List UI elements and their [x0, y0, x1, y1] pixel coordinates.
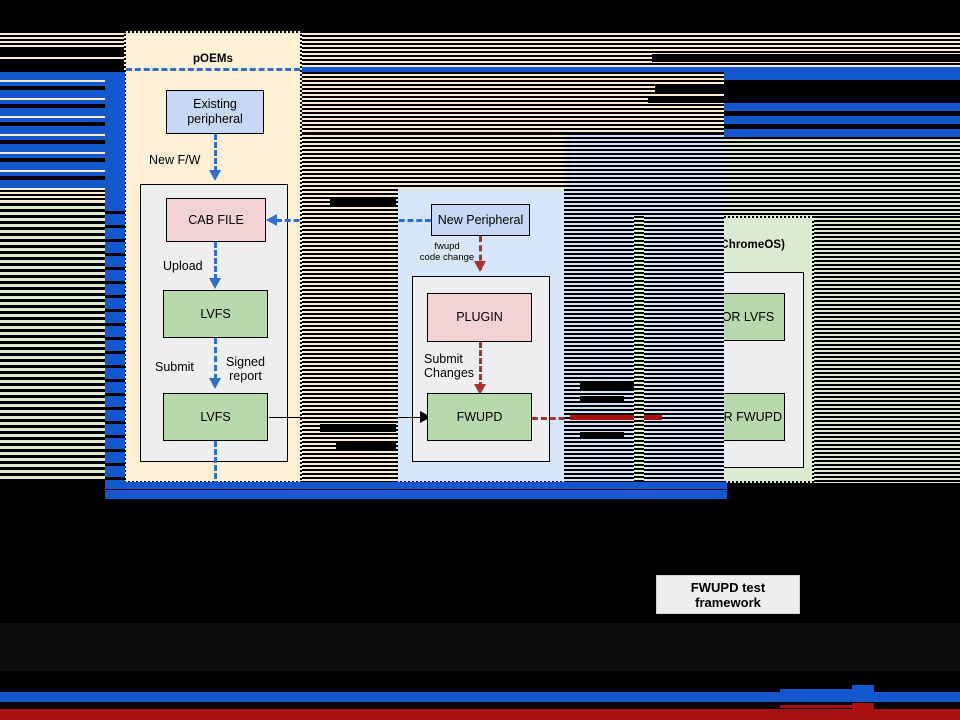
glitch-bottom-blue-bar-2 — [105, 490, 727, 499]
node-existing-peripheral[interactable]: Existing peripheral — [166, 90, 264, 134]
glitch-bottom-black-left — [0, 575, 656, 614]
glitch-blue-block-topright-2 — [724, 103, 960, 111]
connector-newperipheral-to-plugin — [479, 236, 482, 270]
glitch-top-black-bar-b — [655, 85, 960, 93]
arrowhead-cab-to-lvfs — [209, 278, 221, 289]
connector-cab-to-lvfs — [214, 242, 217, 280]
arrowhead-new-peripheral-to-cab — [266, 214, 277, 226]
glitch-left-blue-solid — [105, 72, 125, 482]
node-mirror-lvfs[interactable]: MIRROR LVFS — [679, 293, 785, 341]
label-signed-report: Signed report — [226, 355, 265, 383]
node-lvfs-submit[interactable]: LVFS — [163, 393, 268, 441]
node-fwupd[interactable]: FWUPD — [427, 393, 532, 441]
lane-plugin-title: Plugin Developers/ Chipset Vendors — [398, 155, 564, 183]
glitch-blue-block-topright-3 — [724, 116, 960, 124]
node-cab-file[interactable]: CAB FILE — [166, 198, 266, 242]
glitch-farright-green-upper — [724, 137, 960, 216]
glitch-right-black-bar-c — [580, 432, 624, 438]
arrowhead-lvfs-to-fwupd — [420, 411, 431, 423]
glitch-mid-tan-field — [302, 133, 396, 482]
glitch-top-black-band — [0, 0, 960, 31]
glitch-topleft-black-1 — [0, 47, 124, 57]
glitch-mid-black-bar-a — [330, 198, 396, 206]
glitch-top-black-bar-a — [652, 54, 960, 62]
glitch-bottom-tear-red-wide — [0, 709, 960, 720]
node-fwupd-test-framework[interactable]: FWUPD test framework — [656, 575, 800, 614]
glitch-left-midband — [0, 190, 105, 202]
glitch-bottom-tear-black-wide — [0, 702, 960, 707]
glitch-left-blue-column — [0, 72, 124, 200]
glitch-mid-black-bar-c — [336, 441, 396, 449]
lane-google-title-text: Google (ChromeOS) — [672, 239, 786, 251]
glitch-left-blue-chunks — [105, 200, 125, 482]
lane-google-title: Google (ChromeOS) — [646, 238, 812, 252]
node-lvfs-upload[interactable]: LVFS — [163, 290, 268, 338]
glitch-bottom-tear-blue-wide — [0, 692, 960, 702]
node-plugin[interactable]: PLUGIN — [427, 293, 532, 342]
lane-plugin-title-text: Plugin Developers/ Chipset Vendors — [405, 156, 557, 182]
glitch-stripes-top-right-field — [302, 31, 960, 67]
glitch-stripes-top-right-field-2 — [302, 72, 724, 133]
arrowhead-lvfs-to-lvfs — [209, 378, 221, 389]
connector-new-peripheral-to-cab — [276, 219, 431, 222]
connector-fwupd-to-mirror — [532, 417, 662, 420]
glitch-googlelane-right-stripes — [814, 216, 960, 483]
glitch-right-black-bar-a — [580, 382, 640, 390]
arrowhead-fwupd-to-mirror — [661, 411, 672, 423]
node-mirror-fwupd[interactable]: MIRROR FWUPD — [679, 393, 785, 441]
glitch-top-black-bar-c — [648, 96, 960, 103]
glitch-topleft-black-2 — [0, 61, 124, 71]
label-upload: Upload — [163, 259, 203, 273]
glitch-bottom-tear-red-thin — [780, 705, 860, 708]
glitch-bottom-black-thin — [105, 489, 250, 493]
arrowhead-newperipheral-to-plugin — [474, 261, 486, 272]
label-submit-changes: Submit Changes — [424, 352, 475, 380]
lane-poems-title: pOEMs — [192, 53, 234, 65]
label-fwupd-code-change: fwupd code change — [419, 241, 475, 263]
label-new-fw: New F/W — [149, 153, 201, 167]
glitch-bottom-tear-blue-thin — [780, 689, 860, 692]
glitch-bottom-black-field-2 — [0, 614, 960, 673]
glitch-blue-block-topright-4 — [724, 129, 960, 137]
arrowhead-plugin-to-fwupd — [474, 384, 486, 395]
connector-lvfs-to-fwupd — [269, 417, 422, 418]
connector-poems-top-dashed — [126, 68, 300, 71]
glitch-bottom-black-right — [800, 575, 960, 614]
arrowhead-peripheral-to-cab — [209, 170, 221, 181]
connector-peripheral-to-cab — [214, 134, 217, 172]
glitch-bottom-tear-red-block — [852, 703, 874, 717]
glitch-googlelane-left-stripes — [634, 216, 644, 483]
connector-lvfs-to-lvfs — [214, 338, 217, 380]
glitch-left-green-stripes — [0, 200, 105, 482]
glitch-blue-line-top — [302, 67, 960, 72]
glitch-bottom-neardark-field — [0, 623, 960, 671]
glitch-stripes-topleft — [0, 31, 124, 71]
connector-lvfs-tail — [214, 441, 217, 487]
glitch-bottom-tear-blue-block — [852, 685, 874, 699]
connector-plugin-to-fwupd — [479, 342, 482, 388]
glitch-bottom-black-field — [0, 499, 960, 575]
label-submit: Submit — [155, 360, 194, 374]
glitch-right-black-bar-b — [580, 396, 624, 402]
glitch-bottom-blue-bar-1 — [105, 482, 727, 489]
node-new-peripheral[interactable]: New Peripheral — [431, 204, 530, 236]
glitch-blue-block-topright — [724, 72, 960, 80]
glitch-mid-black-bar-b — [320, 424, 396, 432]
